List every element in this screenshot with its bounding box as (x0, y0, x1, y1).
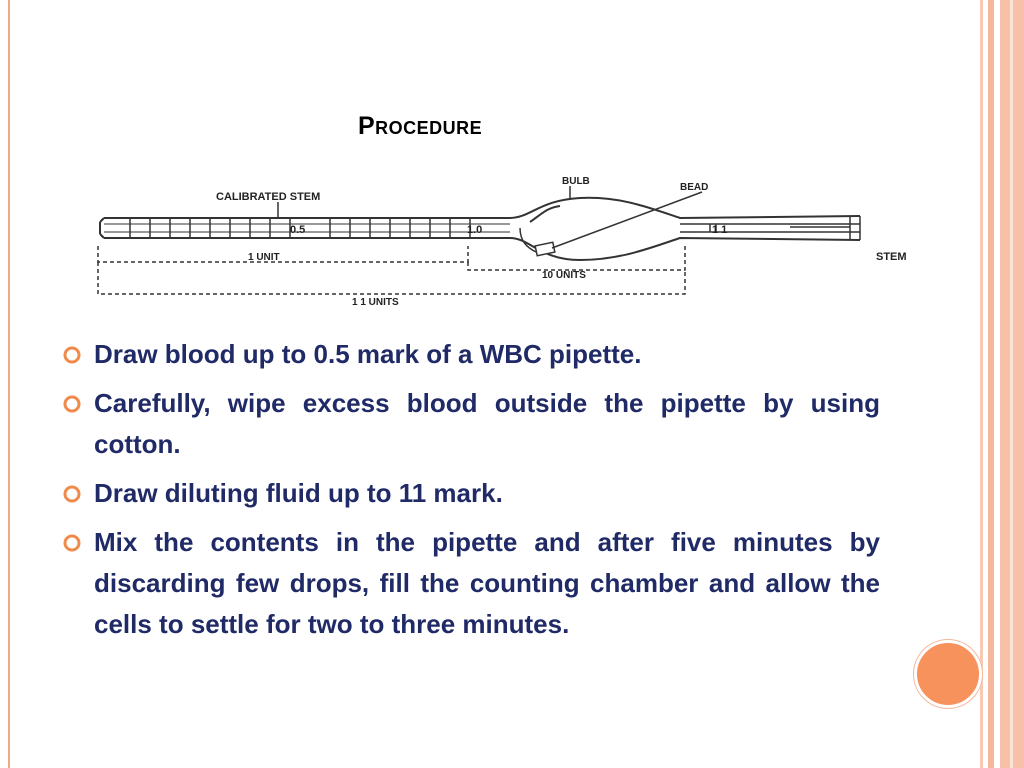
ring-bullet-icon (63, 346, 81, 364)
calibrated-stem-label: CALIBRATED STEM (216, 191, 320, 203)
slide-title: Procedure (358, 112, 483, 140)
eleven-units-label: 1 1 UNITS (352, 297, 399, 308)
graduation-marks (129, 218, 471, 238)
slide-frame-right (980, 0, 983, 768)
bullet-text: Carefully, wipe excess blood outside the… (94, 388, 880, 459)
one-unit-bracket (97, 246, 469, 263)
mark-11-label: 1 1 (712, 224, 727, 236)
one-unit-label: 1 UNIT (248, 252, 280, 263)
accent-circle (914, 640, 982, 708)
ten-units-label: 10 UNITS (542, 270, 586, 281)
slide-frame-left (8, 0, 10, 768)
bead-pointer (551, 191, 703, 249)
bullet-item: Carefully, wipe excess blood outside the… (62, 383, 880, 465)
slide-frame-right (1010, 0, 1013, 768)
bullet-text: Draw diluting fluid up to 11 mark. (94, 478, 503, 508)
bulb (509, 196, 861, 262)
procedure-bullet-list: Draw blood up to 0.5 mark of a WBC pipet… (62, 334, 880, 653)
ring-bullet-icon (63, 395, 81, 413)
mark-0-5-label: 0.5 (290, 224, 305, 236)
wbc-pipette-diagram: 0.5 1.0 1 1 CALIBRATED STEM BULB BEAD ST… (97, 176, 907, 308)
eleven-units-bracket (97, 262, 686, 295)
calibrated-stem-tube (99, 217, 510, 239)
ten-units-bracket (467, 246, 686, 271)
ring-bullet-icon (63, 534, 81, 552)
ring-bullet-icon (63, 485, 81, 503)
bullet-text: Draw blood up to 0.5 mark of a WBC pipet… (94, 339, 642, 369)
bulb-label: BULB (562, 176, 590, 187)
bullet-text: Mix the contents in the pipette and afte… (94, 527, 880, 639)
bullet-item: Mix the contents in the pipette and afte… (62, 522, 880, 645)
bead (534, 241, 556, 257)
stem-label: STEM (876, 251, 907, 263)
mark-1-0-label: 1.0 (467, 224, 482, 236)
bullet-item: Draw diluting fluid up to 11 mark. (62, 473, 880, 514)
bullet-item: Draw blood up to 0.5 mark of a WBC pipet… (62, 334, 880, 375)
slide-frame-right (988, 0, 994, 768)
bead-label: BEAD (680, 182, 708, 193)
